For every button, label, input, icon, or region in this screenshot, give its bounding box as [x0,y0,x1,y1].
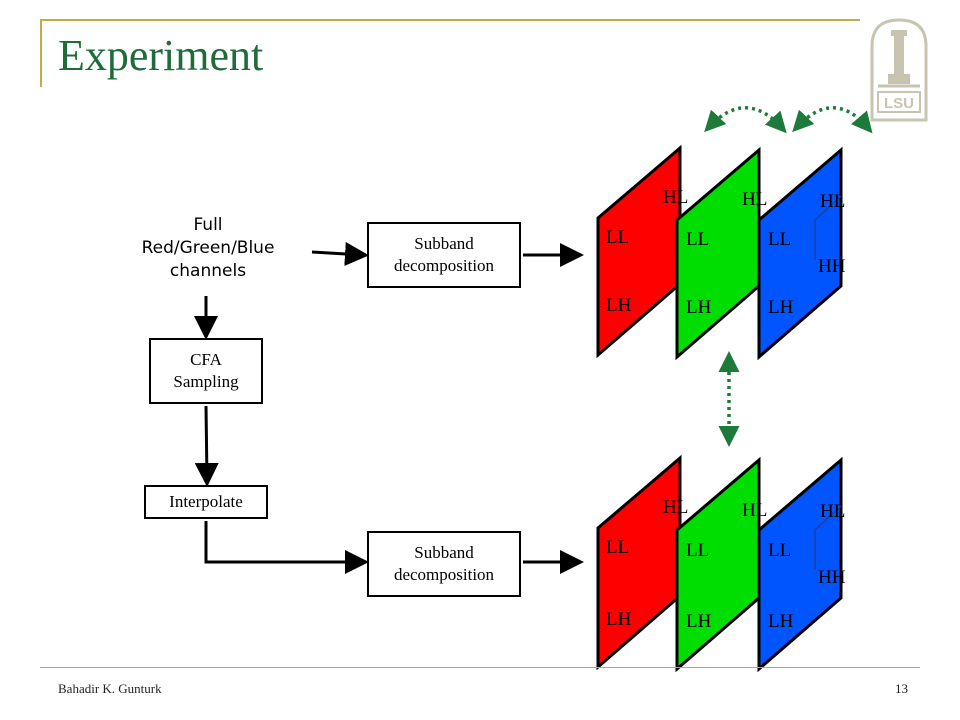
top-blue-lh: LH [768,297,794,318]
lsu-logo: LSU [870,18,928,122]
input-channels-label: Full Red/Green/Blue channels [141,215,275,281]
top-blue-subband-panel: LL HL HH LH [757,146,846,361]
footer-author: Bahadir K. Gunturk [58,681,162,696]
cfa-sampling-label: CFA Sampling [173,349,239,391]
top-green-subband-panel: LL HL LH [675,146,767,361]
bottom-green-hl: HL [742,500,767,521]
cfa-sampling-box: CFA Sampling [149,338,263,404]
compare-red-green-arrow [704,106,787,134]
bottom-green-lh: LH [686,611,712,632]
subband-bottom-label: Subband decomposition [393,542,495,584]
top-red-lh: LH [606,295,632,316]
footer-page-number: 13 [895,681,908,696]
bottom-blue-ll: LL [768,540,791,561]
compare-green-blue-arrow [792,106,873,134]
bottom-red-ll: LL [606,537,629,558]
bottom-blue-lh: LH [768,611,794,632]
arrow-input-to-subband [311,241,369,266]
top-green-ll: LL [686,229,709,250]
top-green-hl: HL [742,189,767,210]
bottom-blue-hh: HH [818,567,846,588]
top-blue-hl: HL [820,191,845,212]
logo-text: LSU [884,95,914,112]
bottom-blue-subband-panel: LL HL HH LH [757,456,846,673]
arrow-interpolate-to-subband [204,521,369,574]
slide-title: Experiment [58,31,264,80]
interpolate-label: Interpolate [169,491,243,511]
bottom-red-lh: LH [606,609,632,630]
subband-top-label: Subband decomposition [393,233,495,275]
top-red-ll: LL [606,227,629,248]
title-frame-top [40,19,860,21]
arrow-cfa-to-interpolate [194,405,219,487]
top-blue-ll: LL [768,229,791,250]
top-blue-hh: HH [818,256,846,277]
top-green-lh: LH [686,297,712,318]
bottom-green-subband-panel: LL HL LH [675,456,767,673]
bottom-red-subband-panel: LL HL LH [596,454,688,671]
bottom-green-ll: LL [686,540,709,561]
bottom-red-hl: HL [663,497,688,518]
title-frame-left [40,19,42,87]
bottom-blue-hl: HL [820,501,845,522]
subband-decomposition-bottom-box: Subband decomposition [367,531,521,597]
footer-rule [40,667,920,668]
interpolate-box: Interpolate [144,485,268,519]
subband-decomposition-top-box: Subband decomposition [367,222,521,288]
top-red-hl: HL [663,187,688,208]
top-red-subband-panel: LL HL LH [596,144,688,359]
